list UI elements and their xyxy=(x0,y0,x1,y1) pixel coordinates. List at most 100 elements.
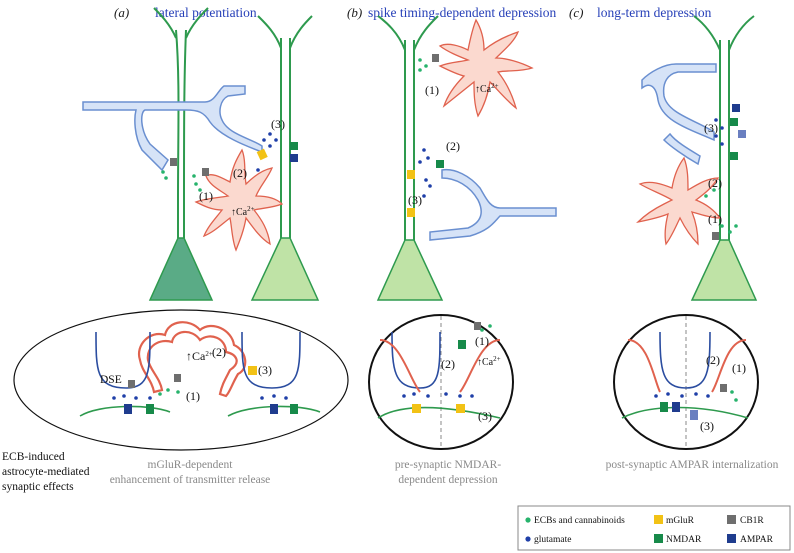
panel-c-title: long-term depression xyxy=(597,5,712,20)
legend-cb1r-label: CB1R xyxy=(740,516,764,526)
closeup-a-step-2: (2) xyxy=(212,345,226,359)
panel-b-title: spike timing-dependent depression xyxy=(368,5,556,20)
closeup-c-step-2: (2) xyxy=(706,353,720,367)
panel-c-label: (c) xyxy=(569,5,583,20)
nmdar-closeup-b xyxy=(458,340,466,349)
nmdar-receptor-c2 xyxy=(730,152,738,160)
panel-a-closeup: DSE ↑Ca2+ (2) (3) (1) xyxy=(13,309,349,451)
mglur-receptor-b2 xyxy=(407,208,415,217)
nmdar-receptor-b xyxy=(436,160,444,168)
legend: ECBs and cannabinoids glutamate mGluR NM… xyxy=(517,505,791,551)
step-a-3: (3) xyxy=(271,117,285,131)
mglur-receptor-a xyxy=(256,148,268,161)
panel-a-schematic: ↑Ca2+ (1) (2) (3) xyxy=(82,7,320,301)
cb1r-receptor-c xyxy=(712,232,719,240)
cb1r-receptor-a1 xyxy=(170,158,177,166)
panel-b-closeup: (1) (2) (3) ↑Ca2+ xyxy=(368,314,514,450)
ampar-receptor-a xyxy=(290,154,298,162)
ampar-closeup-c2 xyxy=(690,410,698,420)
cb1r-closeup-c xyxy=(720,384,727,392)
neuron-light-a xyxy=(250,15,320,301)
step-b-1: (1) xyxy=(425,83,439,97)
legend-mglur-label: mGluR xyxy=(666,516,695,526)
panel-a-label: (a) xyxy=(114,5,129,20)
step-c-1: (1) xyxy=(708,212,722,226)
step-b-3: (3) xyxy=(408,193,422,207)
step-b-2: (2) xyxy=(446,139,460,153)
ecb-closeup-b xyxy=(480,324,492,332)
step-c-3: (3) xyxy=(704,121,718,135)
legend-cb1r-swatch xyxy=(727,515,736,524)
step-a-1: (1) xyxy=(199,189,213,203)
ampar-closeup-a2 xyxy=(270,404,278,414)
panel-c-schematic: (3) (2) (1) xyxy=(636,15,758,301)
cb1r-receptor-b xyxy=(432,54,439,62)
panel-b-caption-line-2: dependent depression xyxy=(398,474,498,486)
neuron-dark xyxy=(148,7,214,301)
astrocyte-b xyxy=(438,18,534,118)
astrocyte-a xyxy=(194,148,284,252)
dse-label: DSE xyxy=(100,374,122,386)
ampar-closeup-c1 xyxy=(672,402,680,412)
side-caption-line-2: astrocyte-mediated xyxy=(2,466,90,478)
cb1r-closeup-a1 xyxy=(128,380,135,388)
closeup-c-step-3: (3) xyxy=(700,419,714,433)
legend-ampar-label: AMPAR xyxy=(740,535,774,545)
astrocyte-b-calcium: ↑Ca2+ xyxy=(475,82,499,95)
ampar-receptor-c2 xyxy=(738,130,746,138)
glutamate-dots-c xyxy=(714,118,724,146)
ecb-dots-a xyxy=(161,170,202,192)
legend-ecb-label: ECBs and cannabinoids xyxy=(534,516,625,526)
side-caption-line-3: synaptic effects xyxy=(2,481,74,493)
closeup-a-calcium: ↑Ca2+ xyxy=(186,349,213,363)
nmdar-closeup-a1 xyxy=(146,404,154,414)
mglur-closeup-b2 xyxy=(456,404,465,413)
presynaptic-axon-b xyxy=(429,168,557,241)
legend-nmdar-swatch xyxy=(654,534,663,543)
panel-a-caption-line-1: mGluR-dependent xyxy=(148,459,234,471)
neuron-light-b xyxy=(376,15,444,301)
nmdar-closeup-c xyxy=(660,402,668,412)
presynaptic-axon-a xyxy=(82,85,263,172)
glutamate-closeup-a xyxy=(112,394,288,400)
astrocyte-c xyxy=(636,156,722,246)
neuron-light-c xyxy=(690,15,758,301)
legend-ecb-swatch xyxy=(525,517,531,523)
ampar-closeup-a1 xyxy=(124,404,132,414)
mglur-receptor-b1 xyxy=(407,170,415,179)
mglur-closeup-b1 xyxy=(412,404,421,413)
step-a-2: (2) xyxy=(233,166,247,180)
closeup-b-step-3: (3) xyxy=(478,409,492,423)
glutamate-closeup-c xyxy=(654,392,710,398)
closeup-a-step-3: (3) xyxy=(258,363,272,377)
panel-b-label: (b) xyxy=(347,5,362,20)
panel-b-schematic: ↑Ca2+ (1) (2) (3) xyxy=(376,15,557,301)
step-c-2: (2) xyxy=(708,176,722,190)
nmdar-receptor-c1 xyxy=(730,118,738,126)
ecb-closeup-a xyxy=(158,388,180,396)
legend-nmdar-label: NMDAR xyxy=(666,535,702,545)
cb1r-closeup-a2 xyxy=(174,374,181,382)
cb1r-closeup-b xyxy=(474,322,481,330)
legend-ampar-swatch xyxy=(727,534,736,543)
glutamate-closeup-b xyxy=(402,392,474,398)
nmdar-closeup-a2 xyxy=(290,404,298,414)
panel-a-title: lateral potentiation xyxy=(155,5,257,20)
ecb-dots-c xyxy=(704,188,738,234)
glutamate-dots-a xyxy=(256,132,278,172)
presynaptic-axon-c xyxy=(641,63,717,166)
legend-mglur-swatch xyxy=(654,515,663,524)
panel-c-caption-line-1: post-synaptic AMPAR internalization xyxy=(606,459,779,471)
panel-a-caption-line-2: enhancement of transmitter release xyxy=(110,474,271,486)
ecb-dots-b xyxy=(418,58,428,72)
closeup-b-step-1: (1) xyxy=(475,334,489,348)
closeup-b-calcium: ↑Ca2+ xyxy=(477,355,501,368)
closeup-c-step-1: (1) xyxy=(732,361,746,375)
panel-b-caption-line-1: pre-synaptic NMDAR- xyxy=(395,459,502,471)
glutamate-dots-b xyxy=(418,148,432,198)
closeup-b-step-2: (2) xyxy=(441,357,455,371)
side-caption-line-1: ECB-induced xyxy=(2,451,65,463)
mglur-closeup-a xyxy=(248,366,257,375)
ampar-receptor-c1 xyxy=(732,104,740,112)
